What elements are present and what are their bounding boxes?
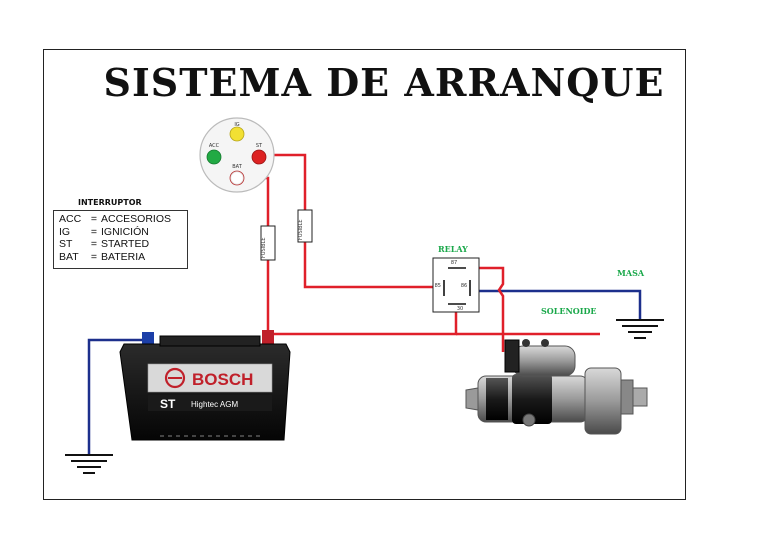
ground-symbol-right: [616, 319, 664, 339]
bat-label: BAT: [232, 164, 242, 170]
bosch-logo: [164, 367, 186, 389]
masa-label: MASA: [617, 268, 645, 278]
ignition-switch-body: [199, 117, 275, 193]
legend-heading: INTERRUPTOR: [78, 198, 142, 207]
legend-key: ACC: [59, 213, 82, 225]
fuse-left-label: FUSIBLE: [261, 237, 267, 258]
st-label: ST: [256, 143, 263, 149]
legend-row-acc: ACC = ACCESORIOS: [59, 213, 182, 226]
legend-row-st: ST = STARTED: [59, 238, 182, 251]
ig-terminal: [229, 126, 245, 142]
ground-symbol-left: [65, 454, 113, 474]
legend-key: IG: [59, 225, 71, 238]
legend-eq: =: [90, 213, 98, 225]
legend-value: IGNICIÓN: [101, 225, 149, 238]
battery: BOSCH ST Hightec AGM: [119, 330, 291, 441]
fuse-right: FUSIBLE: [297, 209, 313, 243]
st-to-fuse-wire: [263, 153, 307, 210]
legend-row-bat: BAT = BATERIA: [59, 251, 182, 264]
fuse-right-label: FUSIBLE: [298, 219, 304, 240]
legend-eq: =: [90, 238, 98, 250]
legend-eq: =: [90, 225, 98, 238]
legend-key: ST: [59, 238, 73, 250]
fuse-left: FUSIBLE: [260, 225, 276, 261]
solenoide-label: SOLENOIDE: [541, 306, 597, 316]
st-terminal: [251, 149, 267, 165]
battery-to-relay-30-wire: [270, 310, 458, 336]
legend-value: ACCESORIOS: [101, 213, 172, 225]
battery-brand: BOSCH: [192, 370, 253, 389]
relay: 87 85 86 30: [432, 257, 480, 313]
relay-pin-87: 87: [451, 260, 457, 266]
relay-pin-85: 85: [435, 283, 441, 289]
battery-negative-terminal: [142, 332, 154, 344]
fuse-to-relay-85-wire: [303, 242, 438, 289]
relay-pin-30: 30: [457, 306, 463, 312]
relay-label: RELAY: [438, 244, 468, 254]
battery-positive-terminal: [262, 330, 274, 344]
positive-wires: [247, 153, 600, 352]
legend-box: ACC = ACCESORIOS IG = IGNICIÓN ST = STAR…: [53, 210, 188, 269]
legend-eq: =: [90, 250, 98, 263]
relay-ground-wire: [472, 289, 642, 320]
battery-negative-wire: [87, 338, 148, 455]
relay-87-to-solenoid-wire: [456, 266, 505, 352]
diagram-title: SISTEMA DE ARRANQUE: [103, 60, 665, 105]
bat-terminal: [229, 170, 245, 186]
diagram-frame: [43, 49, 686, 500]
battery-line: Hightec AGM: [191, 400, 238, 409]
relay-pin-86: 86: [461, 283, 467, 289]
legend-row-ig: IG = IGNICIÓN: [59, 226, 182, 239]
acc-label: ACC: [209, 143, 220, 149]
relay-body: [432, 257, 480, 313]
battery-model: ST: [160, 397, 176, 411]
legend-key: BAT: [59, 250, 79, 263]
solenoid-body: [512, 345, 576, 377]
acc-terminal: [206, 149, 222, 165]
starter-motor: [465, 339, 648, 435]
legend-value: STARTED: [101, 238, 150, 250]
ground-wires: [87, 289, 642, 455]
legend-value: BATERIA: [101, 250, 146, 263]
ignition-switch: IG ACC ST BAT: [199, 117, 275, 193]
ig-label: IG: [234, 122, 239, 128]
